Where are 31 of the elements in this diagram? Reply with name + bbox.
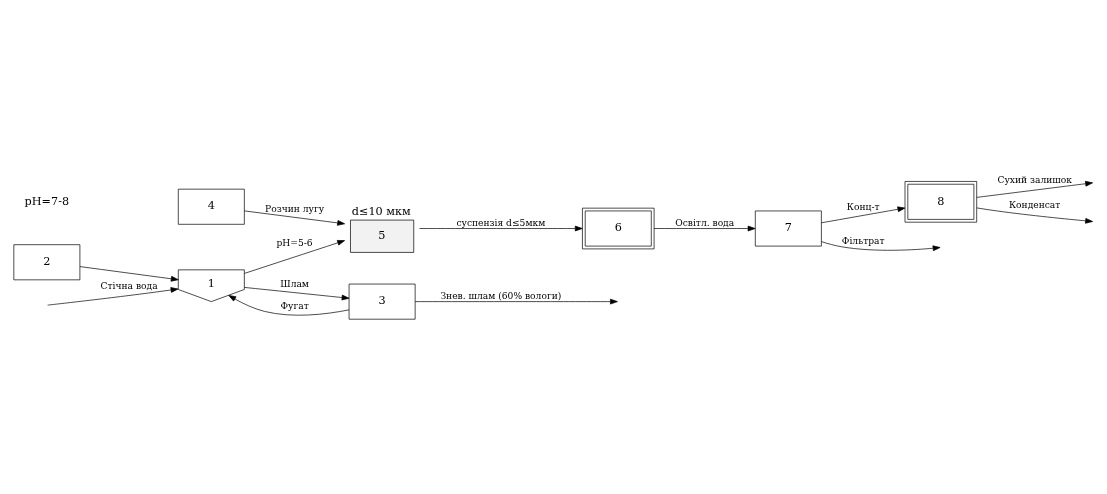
arrow (976, 207, 1093, 224)
edge-label: Розчин лугу (265, 203, 325, 214)
edge-label: суспензія d≤5мкм (456, 217, 546, 228)
arrow (244, 210, 345, 226)
node-box: 4 (177, 188, 245, 225)
arrow (976, 180, 1093, 198)
label: pH=7-8 (24, 193, 70, 207)
edge-label: pH=5-6 (276, 237, 313, 248)
edge-label: Конденсат (1009, 199, 1061, 210)
arrow (79, 265, 179, 282)
edge-label: Фільтрат (841, 235, 885, 246)
edge-label: Знев. шлам (60% вологи) (440, 290, 562, 301)
edge-label: Сухий залишок (997, 174, 1072, 185)
arrow (244, 286, 350, 300)
arrow (821, 206, 906, 223)
arrow (653, 225, 756, 231)
arrow (228, 294, 350, 316)
edge-label: Шлам (280, 278, 309, 289)
node-label: d≤10 мкм (351, 204, 411, 218)
edge-label: Конц-т (846, 201, 880, 212)
arrow (244, 239, 345, 274)
arrow (414, 298, 618, 304)
edge-label: Фугат (280, 300, 309, 311)
edge-label: Стічна вода (100, 280, 158, 291)
node-box: 7 (754, 210, 822, 246)
arrow (419, 225, 583, 231)
edge-label: Освітл. вода (675, 217, 735, 228)
node-box: 3 (348, 283, 416, 320)
node-box: 2 (13, 243, 81, 280)
arrow (821, 240, 941, 251)
arrow (47, 286, 179, 305)
